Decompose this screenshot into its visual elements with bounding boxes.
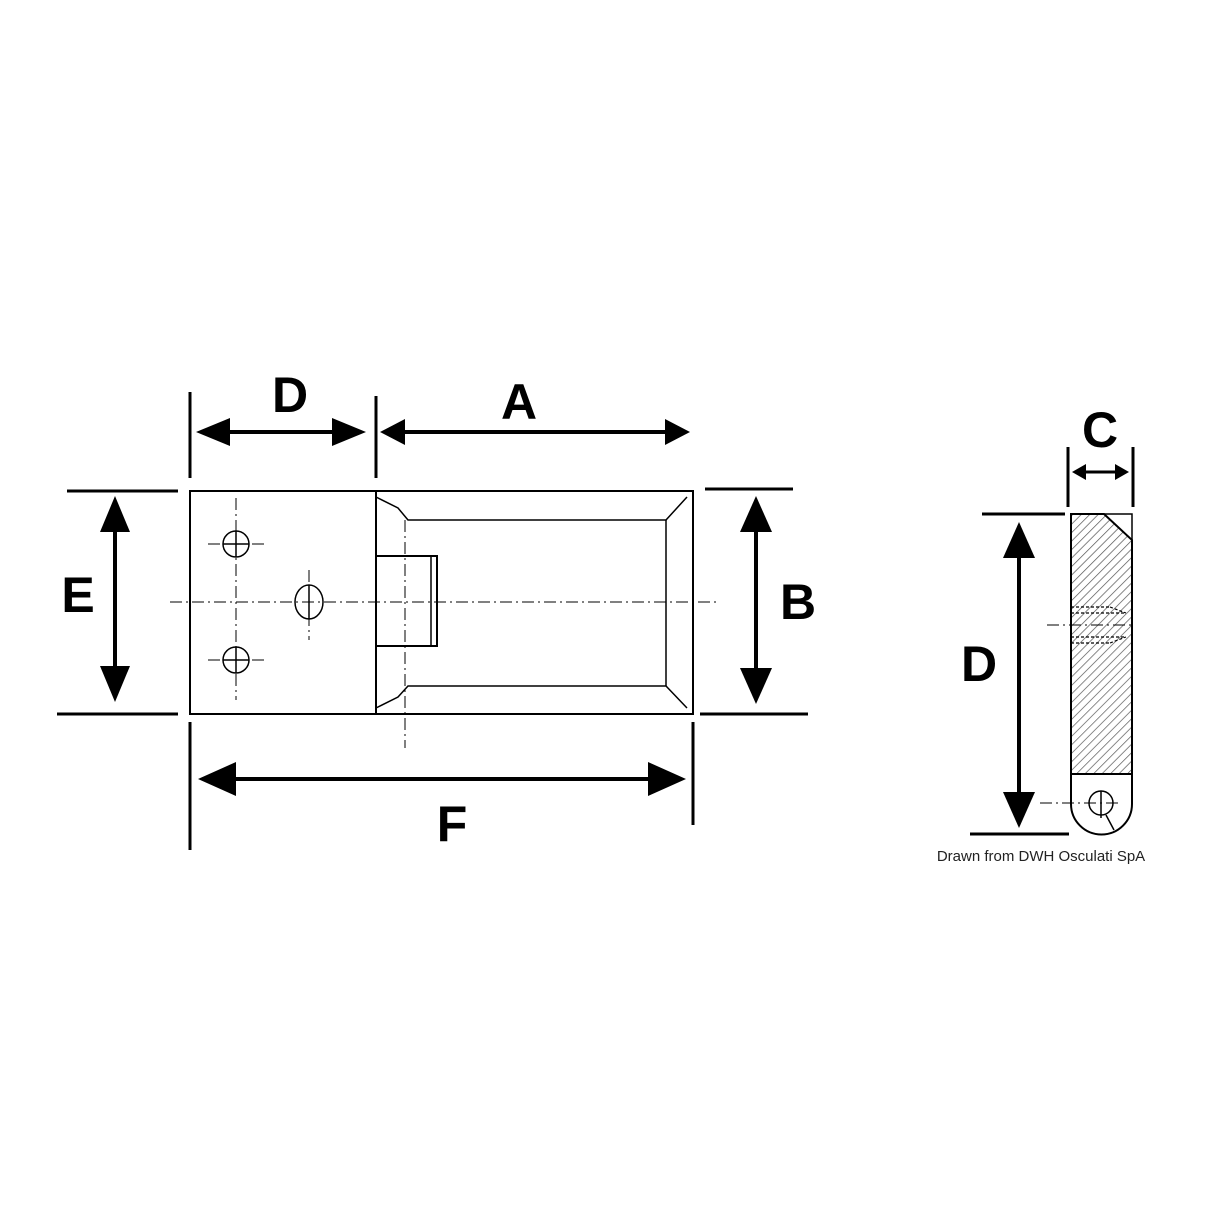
label-c: C: [1082, 402, 1118, 458]
dimension-b: [740, 496, 772, 704]
dimension-c: [1072, 464, 1129, 480]
dimension-d-front: [196, 418, 366, 446]
label-d-side: D: [961, 636, 997, 692]
label-f: F: [437, 796, 468, 852]
side-bottom-eye: [1070, 773, 1133, 836]
side-top-chamfer: [1104, 513, 1133, 540]
label-e: E: [61, 567, 94, 623]
upper-bolt-hole: [222, 530, 250, 558]
side-view: C D: [961, 402, 1135, 836]
label-a: A: [501, 374, 537, 430]
dimension-d-side: [1003, 522, 1035, 828]
label-d-front: D: [272, 367, 308, 423]
side-eye-tangent: [1105, 814, 1115, 831]
front-view: D A E B F: [57, 367, 816, 852]
lower-bolt-hole: [222, 646, 250, 674]
tray-inner-bottom: [375, 685, 688, 709]
credit-text: Drawn from DWH Osculati SpA: [937, 848, 1145, 865]
tray-inner-top: [375, 496, 688, 521]
dimension-f: [198, 762, 686, 796]
side-threaded-hole: [1047, 606, 1132, 644]
label-b: B: [780, 574, 816, 630]
side-body-hatched: [1070, 513, 1133, 775]
dimension-a: [380, 419, 690, 445]
dimension-e: [100, 496, 130, 702]
tongue-notch: [376, 555, 438, 647]
center-hole: [294, 584, 324, 620]
